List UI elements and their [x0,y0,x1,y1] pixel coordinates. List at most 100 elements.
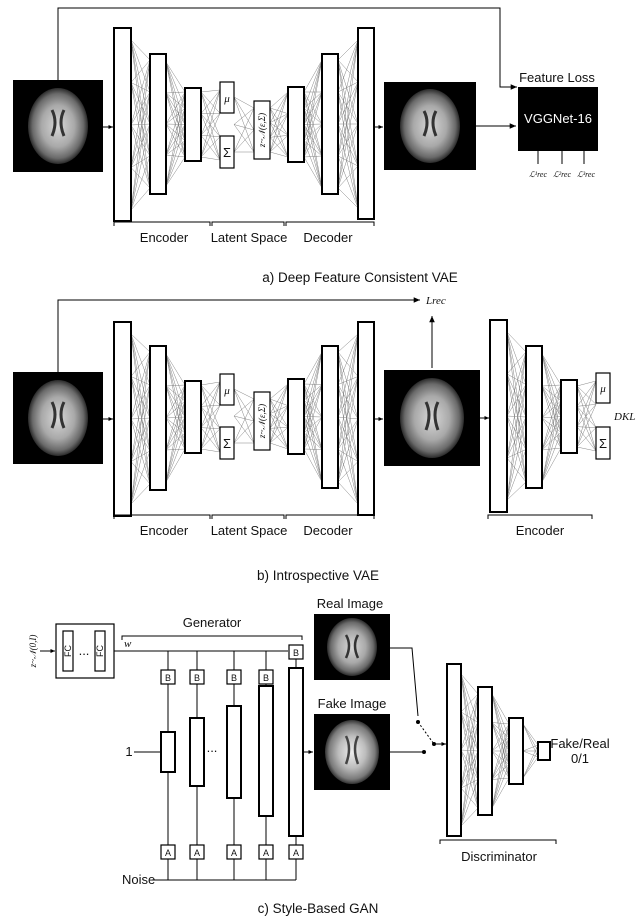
mesh-link [506,331,527,353]
mesh-link [200,113,221,158]
mesh-link [337,461,359,483]
mesh-link [460,787,479,809]
fake-image-label: Fake Image [318,696,387,711]
mesh-link [522,723,539,752]
mesh-link [337,376,359,450]
latent-bracket-a [211,221,285,226]
mesh-link [165,400,186,483]
mesh-link [130,376,151,485]
mu-label-b: μ [223,385,230,397]
mesh-link [233,398,255,417]
mesh-link [576,427,597,448]
mesh-link [541,432,562,483]
mesh-link [576,380,597,407]
skip-connection-a [57,7,517,90]
mesh-link [165,108,186,125]
mesh-link [130,167,151,189]
mesh-link [506,449,527,459]
mesh-link [337,123,359,167]
mesh-link [165,384,186,387]
encoder-layer-1-a [113,27,132,222]
sigma-label-b2: Σ [599,436,607,451]
b-box [258,669,274,685]
mesh-link [576,406,597,452]
mesh-link [337,351,359,420]
mesh-link [337,123,359,157]
mesh-link [165,124,186,187]
mesh-link [269,405,289,414]
mesh-link [269,113,289,153]
mesh-link [337,418,359,450]
b-label: B [165,673,171,683]
mesh-link [130,333,151,353]
z-box-b [253,391,271,451]
mesh-link [233,129,255,153]
mesh-link [269,428,289,450]
mesh-link [200,91,221,161]
mesh-link [491,722,510,738]
mesh-link [460,693,479,827]
decoder-label-b: Decoder [303,523,353,538]
mesh-link [460,673,479,695]
encoder-layer-2-b [149,345,167,491]
mesh-link [130,91,151,168]
feature-loss-title: Feature Loss [519,70,595,85]
mesh-link [200,384,221,429]
mesh-link [506,416,527,459]
mesh-link [165,61,186,158]
mesh-link [337,481,359,505]
mu-box-a [219,81,235,114]
mesh-link [460,673,479,752]
synthesis-block [189,717,205,787]
synthesis-block [226,705,242,799]
mesh-link [200,381,221,386]
mesh-link [576,446,597,452]
mesh-link [233,124,255,131]
mesh-link [506,351,527,459]
mesh-link [200,448,221,453]
latent-label-a: Latent Space [211,230,288,245]
mesh-link [491,722,510,725]
mesh-link [303,59,323,93]
mesh-link [269,107,289,114]
mesh-link [337,91,359,125]
mesh-link [337,449,359,505]
mesh-link [337,416,359,420]
b-box [226,669,242,685]
mesh-link [303,123,323,158]
mesh-link [506,449,527,501]
mesh-link [506,373,527,418]
mesh-link [491,777,510,809]
sigma-box-b2 [595,426,611,460]
fc-layer-2 [94,630,106,672]
mesh-link [130,376,151,386]
mesh-link [337,123,359,189]
mesh-link [337,351,359,377]
mesh-link [303,416,323,433]
mesh-link [541,384,562,387]
mesh-link [541,385,562,401]
mesh-link [165,91,186,187]
input-brain-image-a [13,80,103,172]
mesh-link [200,135,221,137]
mesh-link [233,107,255,125]
mesh-link [130,59,151,211]
mesh-link [200,406,221,429]
mesh-link [337,91,359,209]
mesh-link [541,447,562,483]
mesh-link [576,380,597,427]
mesh-link [269,427,289,444]
mesh-link [303,59,323,125]
a-label: A [263,848,269,858]
mesh-link [337,376,359,385]
decoder-label-a: Decoder [303,230,353,245]
mesh-link [130,123,151,168]
mesh-link [130,384,151,462]
mesh-link [506,457,527,483]
mesh-link [337,81,359,157]
mesh-link [269,113,289,123]
mesh-link [165,91,186,94]
mesh-link [303,351,323,401]
